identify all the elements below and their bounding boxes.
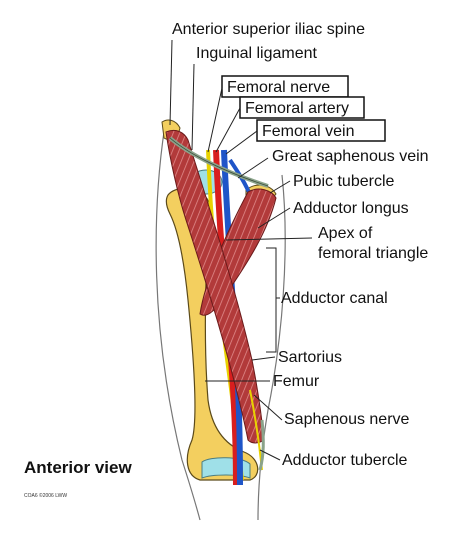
saphenous-nerve-leader (253, 394, 283, 421)
sartorius-leader (251, 356, 276, 361)
apex-leader (225, 237, 313, 241)
femoral-vein-leader (225, 130, 258, 155)
asis-leader (169, 39, 173, 126)
femoral-artery-box (239, 96, 365, 119)
label-femoral-nerve: Femoral nerve (227, 79, 330, 96)
femoral-vein-box (256, 119, 386, 142)
label-adductor-canal: Adductor canal (281, 290, 388, 307)
label-femur: Femur (273, 373, 320, 390)
pubic-tubercle-leader (269, 180, 291, 194)
label-apex-line2: femoral triangle (318, 245, 428, 262)
label-inguinal-ligament: Inguinal ligament (196, 45, 318, 62)
label-adductor-tubercle: Adductor tubercle (282, 452, 408, 469)
label-asis: Anterior superior iliac spine (172, 21, 365, 38)
adductor-tubercle-leader (259, 449, 281, 461)
thigh-outline-medial (257, 174, 286, 521)
label-saphenous-nerve: Saphenous nerve (284, 411, 410, 428)
femoral-artery-leader (215, 107, 241, 153)
view-label: Anterior view (24, 458, 132, 477)
copyright-text: COA6 ©2006 LWW (24, 492, 67, 499)
label-pubic-tubercle: Pubic tubercle (293, 173, 394, 190)
femoral-nerve-leader (207, 87, 223, 153)
inguinal-ligament-outline (169, 137, 269, 187)
inguinal-leader (191, 63, 195, 151)
adductor-canal-bracket (266, 247, 277, 353)
label-great-saphenous-vein: Great saphenous vein (272, 148, 429, 165)
thigh-outline (155, 124, 201, 521)
label-apex-line1: Apex of (318, 225, 373, 242)
label-adductor-longus: Adductor longus (293, 200, 409, 217)
adductor-tendon (258, 419, 265, 471)
great-saphenous-leader (237, 157, 269, 179)
label-sartorius: Sartorius (278, 349, 342, 366)
label-femoral-artery: Femoral artery (245, 100, 349, 117)
label-femoral-vein: Femoral vein (262, 123, 354, 140)
adductor-longus-leader (257, 207, 291, 229)
